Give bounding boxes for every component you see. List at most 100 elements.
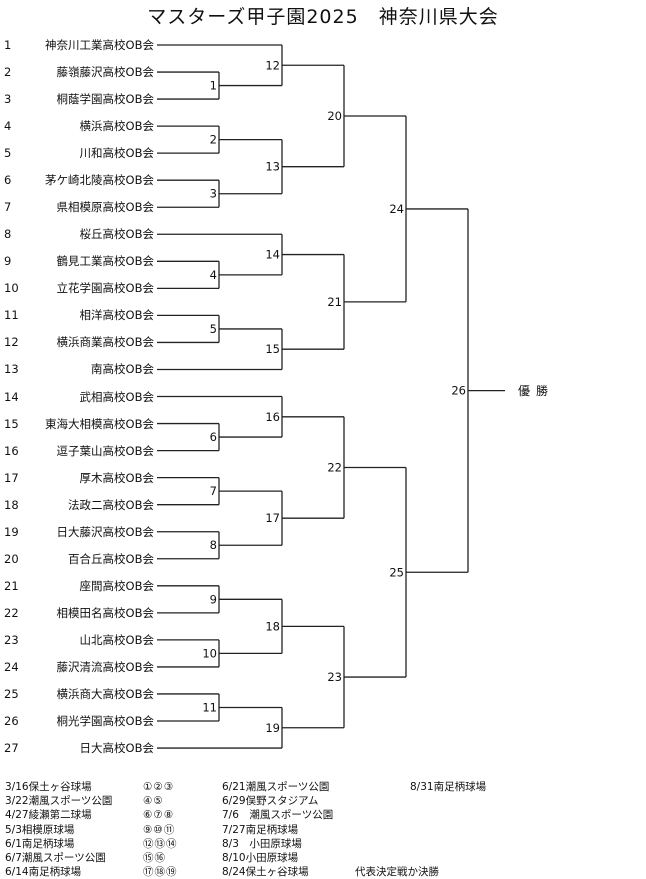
team-name: 神奈川工業高校OB会	[45, 38, 154, 52]
schedule-dates-col3: 8/31南足柄球場	[410, 780, 486, 794]
schedule-entry: 3/16保土ヶ谷球場	[5, 781, 92, 793]
team-name: 川和高校OB会	[79, 146, 154, 161]
team-name: 座間高校OB会	[79, 578, 154, 593]
team-name: 桐蔭学園高校OB会	[56, 92, 154, 107]
team-name: 逗子葉山高校OB会	[56, 443, 154, 458]
team-number: 26	[4, 714, 19, 728]
schedule-note: 代表決定戦か決勝	[355, 866, 439, 878]
team-name: 桐光学園高校OB会	[56, 714, 154, 728]
match-number: 23	[327, 670, 342, 684]
match-number: 22	[327, 461, 342, 475]
schedule-entry: ⑥⑦⑧	[143, 809, 175, 822]
schedule-entry: 6/14南足柄球場	[5, 866, 82, 879]
team-number: 16	[4, 443, 19, 458]
team-entry: 3 桐蔭学園高校OB会	[4, 91, 156, 107]
match-number: 18	[265, 619, 280, 633]
schedule-entry: 8/24保土ヶ谷球場	[222, 866, 309, 879]
team-entry: 25 横浜商大高校OB会	[4, 686, 156, 702]
team-number: 27	[4, 741, 19, 756]
team-number: 11	[4, 308, 19, 323]
team-name: 横浜高校OB会	[79, 119, 154, 134]
team-entry: 26 桐光学園高校OB会	[4, 713, 156, 729]
champion-label: 優勝	[518, 384, 555, 398]
schedule-entry: 6/7潮風スポーツ公園	[5, 851, 106, 864]
team-entry: 13 南高校OB会	[4, 361, 156, 377]
team-entry: 5 川和高校OB会	[4, 145, 156, 161]
match-number: 20	[327, 109, 342, 123]
schedule-entry: ④⑤	[143, 795, 164, 808]
match-number: 6	[210, 430, 217, 444]
team-number: 10	[4, 281, 19, 296]
team-number: 17	[4, 470, 19, 485]
match-number: 14	[265, 248, 280, 262]
team-number: 23	[4, 632, 19, 647]
team-entry: 22 相模田名高校OB会	[4, 605, 156, 621]
team-number: 5	[4, 146, 12, 161]
team-entry: 20 百合丘高校OB会	[4, 551, 156, 567]
team-number: 8	[4, 227, 12, 242]
match-number: 24	[389, 202, 404, 216]
team-number: 24	[4, 659, 19, 674]
match-number: 16	[265, 410, 280, 424]
team-number: 3	[4, 92, 12, 107]
team-name: 鶴見工業高校OB会	[56, 254, 154, 269]
schedule-entry: 8/3 小田原球場	[222, 837, 302, 850]
team-name: 相模田名高校OB会	[56, 605, 154, 620]
team-number: 22	[4, 605, 19, 620]
team-number: 20	[4, 551, 19, 566]
team-entry: 15 東海大相模高校OB会	[4, 416, 156, 432]
team-name: 日大高校OB会	[79, 741, 154, 756]
team-number: 12	[4, 335, 19, 350]
match-number: 2	[210, 133, 217, 147]
match-number: 11	[202, 700, 217, 714]
team-number: 2	[4, 65, 12, 80]
team-entry: 10 立花学園高校OB会	[4, 280, 156, 296]
schedule-entry: ⑫⑬⑭	[143, 837, 178, 850]
team-name: 横浜商大高校OB会	[56, 686, 154, 701]
team-number: 15	[4, 416, 19, 431]
match-number: 8	[210, 538, 217, 552]
match-number: 21	[327, 295, 342, 309]
schedule-entry: 8/31南足柄球場	[410, 781, 487, 793]
match-number: 25	[389, 565, 404, 579]
schedule-entry: ⑰⑱⑲	[143, 866, 178, 879]
match-number: 3	[210, 187, 217, 201]
team-name: 立花学園高校OB会	[56, 281, 154, 296]
match-number: 9	[210, 592, 217, 606]
match-number: 26	[451, 384, 466, 398]
team-number: 14	[4, 389, 19, 404]
schedule-entry: 5/3相模原球場	[5, 823, 75, 836]
schedule-entry: 6/29俣野スタジアム	[222, 795, 319, 808]
schedule-entry: 8/10小田原球場	[222, 851, 299, 864]
team-name: 南高校OB会	[91, 362, 154, 377]
schedule-entry: 3/22潮風スポーツ公園	[5, 795, 113, 808]
match-number: 7	[210, 484, 217, 498]
schedule-entry: 7/27南足柄球場	[222, 823, 299, 836]
team-name: 県相模原高校OB会	[56, 200, 154, 215]
team-name: 百合丘高校OB会	[68, 551, 154, 566]
schedule-entry: ⑨⑩⑪	[143, 823, 176, 836]
team-number: 25	[4, 686, 19, 701]
team-entry: 16 逗子葉山高校OB会	[4, 443, 156, 459]
team-number: 21	[4, 578, 19, 593]
team-name: 東海大相模高校OB会	[45, 416, 154, 431]
match-number: 17	[265, 511, 280, 525]
team-number: 6	[4, 173, 12, 188]
match-number: 12	[265, 58, 280, 72]
team-number: 13	[4, 362, 19, 377]
team-name: 藤嶺藤沢高校OB会	[56, 65, 154, 80]
